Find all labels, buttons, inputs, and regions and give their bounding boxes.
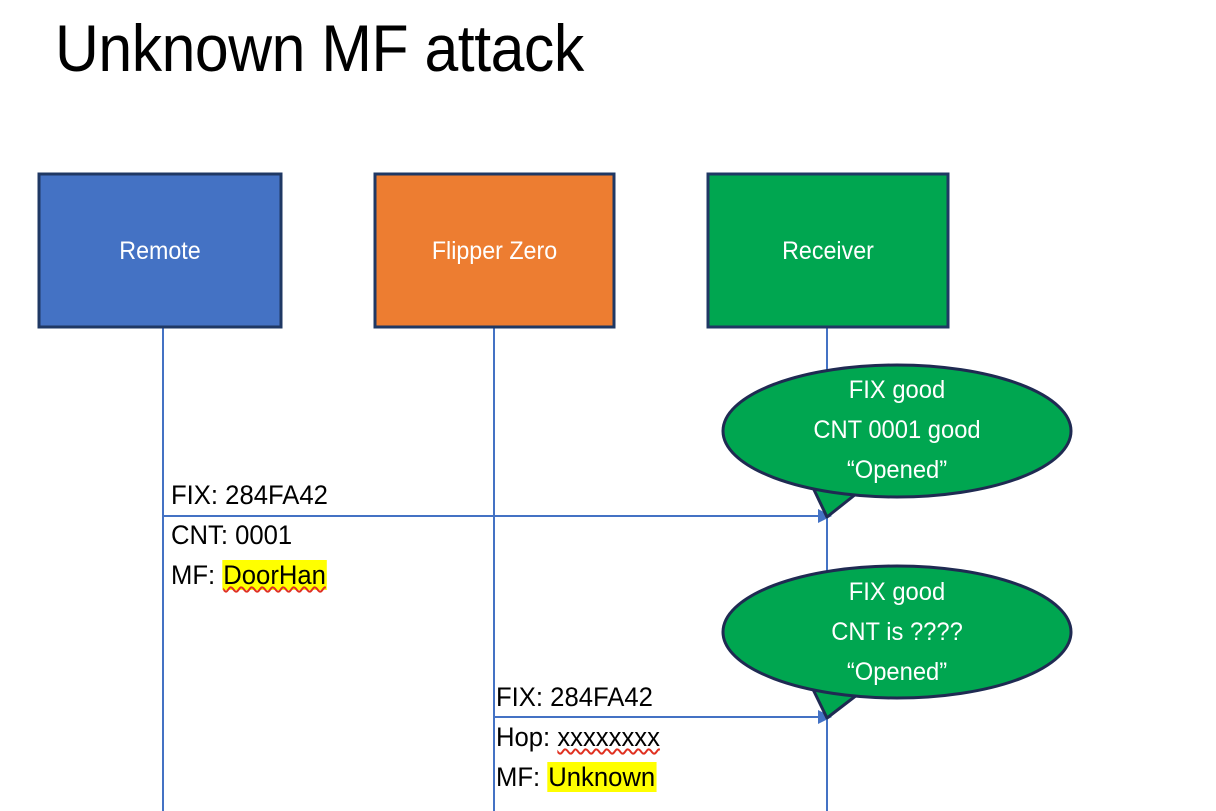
message-1-line-mf: MF: DoorHan — [171, 555, 328, 595]
message-2-fix-label: FIX: — [496, 682, 544, 712]
page-title: Unknown MF attack — [55, 11, 584, 85]
message-1-text: FIX: 284FA42 CNT: 0001 MF: DoorHan — [171, 475, 328, 595]
message-1-line-cnt: CNT: 0001 — [171, 515, 328, 555]
actor-box-receiver[interactable] — [706, 172, 950, 329]
callout-bubble-2[interactable] — [721, 564, 1073, 720]
actor-label-remote: Remote — [119, 237, 201, 265]
callout-1-line-3: “Opened” — [846, 456, 948, 484]
actor-label-flipper: Flipper Zero — [431, 237, 558, 265]
message-2-text: FIX: 284FA42 Hop: xxxxxxxx MF: Unknown — [496, 677, 660, 797]
actor-box-remote[interactable] — [37, 172, 283, 329]
actor-label-receiver: Receiver — [782, 237, 874, 265]
message-2-line-hop: Hop: xxxxxxxx — [496, 717, 660, 757]
message-1-cnt-value: 0001 — [235, 520, 293, 550]
callout-bubble-1[interactable] — [721, 363, 1073, 519]
message-1-cnt-label: CNT: — [171, 520, 228, 550]
message-2-line-fix: FIX: 284FA42 — [496, 677, 660, 717]
actor-box-flipper[interactable] — [373, 172, 616, 329]
message-2-mf-value: Unknown — [547, 762, 657, 792]
message-1-mf-value: DoorHan — [222, 560, 327, 590]
message-1-fix-value: 284FA42 — [225, 480, 328, 510]
message-2-hop-label: Hop: — [496, 722, 551, 752]
callout-1-line-1: FIX good — [848, 376, 946, 404]
message-2-line-mf: MF: Unknown — [496, 757, 660, 797]
message-2-mf-label: MF: — [496, 762, 541, 792]
callout-2-line-2: CNT is ???? — [831, 618, 963, 646]
message-1-line-fix: FIX: 284FA42 — [171, 475, 328, 515]
callout-1-text: FIX good CNT 0001 good “Opened” — [732, 370, 1063, 490]
message-1-mf-label: MF: — [171, 560, 216, 590]
message-1-fix-label: FIX: — [171, 480, 219, 510]
callout-2-text: FIX good CNT is ???? “Opened” — [732, 572, 1063, 692]
callout-2-line-1: FIX good — [848, 578, 946, 606]
message-2-fix-value: 284FA42 — [550, 682, 653, 712]
message-2-hop-value: xxxxxxxx — [557, 722, 660, 752]
callout-2-line-3: “Opened” — [846, 658, 948, 686]
callout-1-line-2: CNT 0001 good — [813, 416, 981, 444]
